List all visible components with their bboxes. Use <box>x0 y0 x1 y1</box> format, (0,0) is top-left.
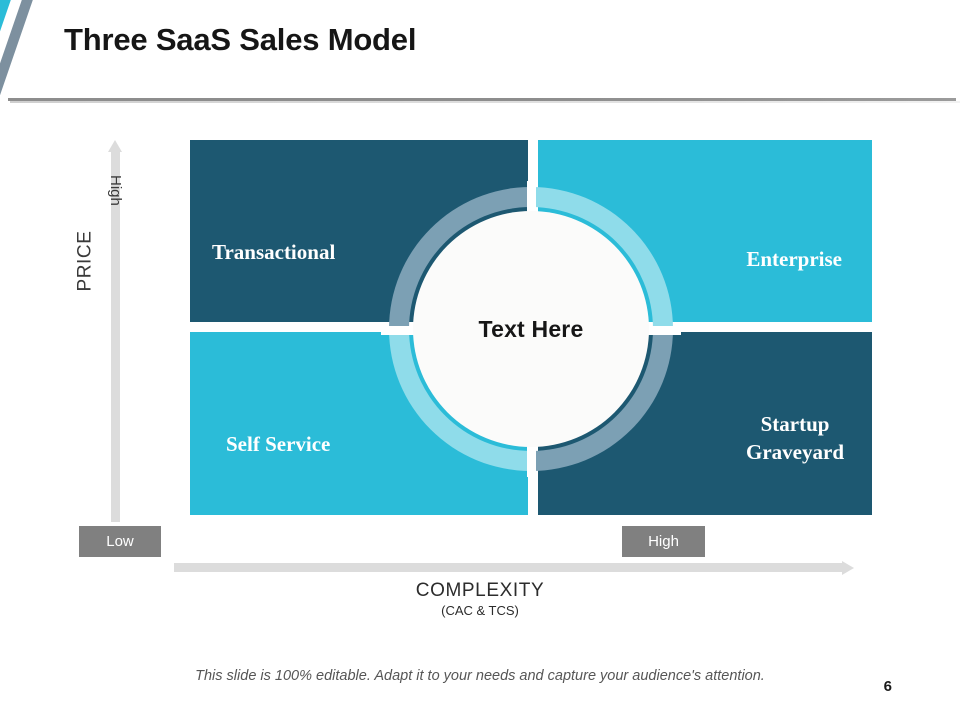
complexity-badge-high[interactable]: High <box>622 526 705 557</box>
price-axis-shaft <box>111 150 120 522</box>
complexity-badge-low[interactable]: Low <box>79 526 161 557</box>
complexity-axis-shaft <box>174 563 842 572</box>
footer-note: This slide is 100% editable. Adapt it to… <box>195 668 765 684</box>
quadrant-label-startup-line1: Startup <box>760 412 830 437</box>
complexity-axis-subtitle: (CAC & TCS) <box>441 603 519 618</box>
price-axis-high-tick: High <box>107 175 124 206</box>
page-title: Three SaaS Sales Model <box>64 22 417 57</box>
complexity-axis-title: COMPLEXITY <box>415 580 545 601</box>
price-axis-arrow <box>108 140 122 522</box>
quadrant-label-startup-graveyard: Startup Graveyard <box>746 411 844 466</box>
quadrant-label-startup-line2: Graveyard <box>746 439 844 464</box>
complexity-axis-arrowhead-icon <box>842 561 854 575</box>
page-number: 6 <box>883 678 892 695</box>
quadrant-transactional[interactable]: Transactional <box>190 140 528 322</box>
header-divider <box>8 98 956 101</box>
quadrant-label-self-service: Self Service <box>226 431 331 456</box>
ring-gap-vertical <box>527 181 536 477</box>
quadrant-matrix: Transactional Enterprise Self Service St… <box>190 140 872 515</box>
quadrant-label-enterprise: Enterprise <box>746 247 842 272</box>
header-divider-shadow <box>10 101 960 103</box>
price-axis-arrowhead-icon <box>108 140 122 152</box>
quadrant-enterprise[interactable]: Enterprise <box>538 140 872 322</box>
quadrant-self-service[interactable]: Self Service <box>190 332 528 515</box>
quadrant-label-transactional: Transactional <box>212 240 336 265</box>
quadrant-startup-graveyard[interactable]: Startup Graveyard <box>538 332 872 515</box>
price-axis-title: PRICE <box>74 230 96 292</box>
complexity-axis-arrow <box>174 560 854 575</box>
slide-header: Three SaaS Sales Model <box>0 0 960 104</box>
